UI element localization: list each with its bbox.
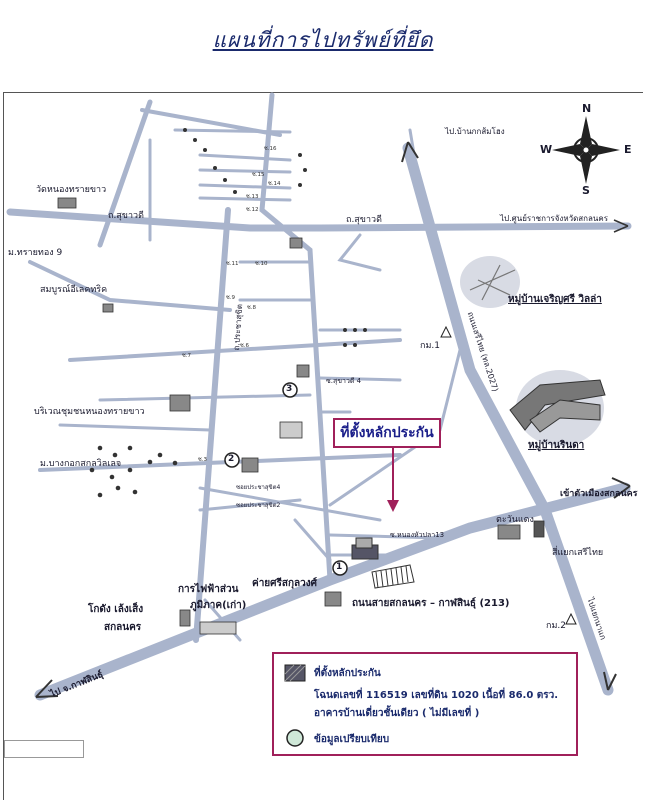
map-frame <box>3 92 643 800</box>
place-ban-rinda: หมู่บ้านรินดา <box>528 440 585 451</box>
road-prachasuk <box>193 207 231 643</box>
arrow-to-nakhon <box>603 671 617 691</box>
compass-rose <box>552 116 620 184</box>
place-godown: โกดัง เล้งเส็ง <box>88 604 144 615</box>
road-label-sawadi-4: ซ.สุขาวดี 4 <box>326 377 362 385</box>
place-somboon: สมบูรณ์อีเลคทริค <box>40 285 108 295</box>
legend-circle-swatch <box>286 729 304 747</box>
place-ban-charoen-sri: หมู่บ้านเจริญศรี วิลล่า <box>508 294 602 305</box>
marker-3: 3 <box>286 384 293 394</box>
legend-building: อาคารบ้านเดี่ยวชั้นเดียว ( ไม่มีเลขที่ ) <box>314 708 480 719</box>
place-ta-wan-daeng: ตะวันแดง <box>496 515 534 525</box>
road-upper-left <box>97 99 153 248</box>
place-godown-2: สกลนคร <box>104 622 142 633</box>
road-label-soi-4: ซอยประชาสุขิต4 <box>236 484 281 491</box>
soi-7: ซ.7 <box>182 353 191 359</box>
road-east-sub <box>259 92 333 583</box>
compass-w: W <box>540 143 553 156</box>
arrow-to-nong-hang <box>401 141 419 163</box>
place-camp: ค่ายศรีสกุลวงศ์ <box>252 578 318 589</box>
place-electric-2: ภูมิภาค(เก่า) <box>190 600 247 611</box>
arrow-sawadi-east <box>613 219 629 233</box>
road-label-soi-2: ซอยประชาสุขิต2 <box>236 502 281 509</box>
legend-hatch-swatch <box>284 664 306 682</box>
soi-10: ซ.10 <box>255 261 268 267</box>
soi-15: ซ.15 <box>252 172 265 178</box>
place-m-sai-thong: ม.ทรายทอง 9 <box>8 248 63 258</box>
road-label-to-center: ไป.ศูนย์ราชการจังหวัดสกลนคร <box>500 214 609 223</box>
road-label-to-nong-hang: ไป.บ้านกกส้มโฮง <box>445 127 505 136</box>
soi-12: ซ.12 <box>246 207 259 213</box>
compass-s: S <box>582 184 590 197</box>
place-m-bang-kok: ม.บางกอกสกลวิลเลจ <box>40 459 122 469</box>
road-label-into-city: เข้าตัวเมืองสกลนคร <box>560 489 638 499</box>
soi-3: ซ.3 <box>198 457 207 463</box>
legend-comparison: ข้อมูลเปรียบเทียบ <box>314 734 390 745</box>
place-electric: การไฟฟ้าส่วน <box>178 584 239 595</box>
soi-8: ซ.8 <box>247 305 256 311</box>
corner-stamp <box>4 740 84 758</box>
compass-n: N <box>582 102 592 115</box>
soi-16: ซ.16 <box>264 146 277 152</box>
road-label-junction: สี่แยกเสรีไทย <box>552 548 604 558</box>
marker-1: 1 <box>336 562 343 572</box>
legend-box: ที่ตั้งหลักประกัน โฉนดเลขที่ 116519 เลขท… <box>272 652 578 756</box>
road-label-sawadi-right: ถ.สุขาวดี <box>346 215 382 225</box>
road-seri-thai <box>402 142 614 696</box>
legend-deed: โฉนดเลขที่ 116519 เลขที่ดิน 1020 เนื้อที… <box>314 690 559 701</box>
place-km2: กม.2 <box>546 621 566 631</box>
collateral-callout: ที่ตั้งหลักประกัน <box>333 418 441 448</box>
arrow-to-kalasin <box>35 679 59 698</box>
soi-9: ซ.9 <box>226 295 235 301</box>
road-label-sakon-kalasin: ถนนสายสกลนคร – กาฬสินธุ์ (213) <box>352 598 510 609</box>
arrow-into-city <box>611 477 631 499</box>
comparison-markers <box>224 382 348 576</box>
soi-14: ซ.14 <box>268 181 281 187</box>
place-wat: วัดหนองทรายขาว <box>36 185 107 195</box>
road-label-nong-nam-pla: ซ.หนองหัวปลา13 <box>390 531 445 539</box>
map-title: แผนที่การไปทรัพย์ที่ยึด <box>212 28 434 52</box>
soi-13: ซ.13 <box>246 194 259 200</box>
soi-11: ซ.11 <box>226 261 239 267</box>
soi-6: ซ.6 <box>240 343 249 349</box>
place-km1: กม.1 <box>420 341 440 351</box>
road-label-sawadi-left: ถ.สุขาวดี <box>108 211 144 221</box>
place-community: บริเวณชุมชนหนองทรายขาว <box>34 407 145 417</box>
compass-e: E <box>624 143 632 156</box>
marker-2: 2 <box>228 454 235 464</box>
legend-collateral: ที่ตั้งหลักประกัน <box>314 668 381 679</box>
